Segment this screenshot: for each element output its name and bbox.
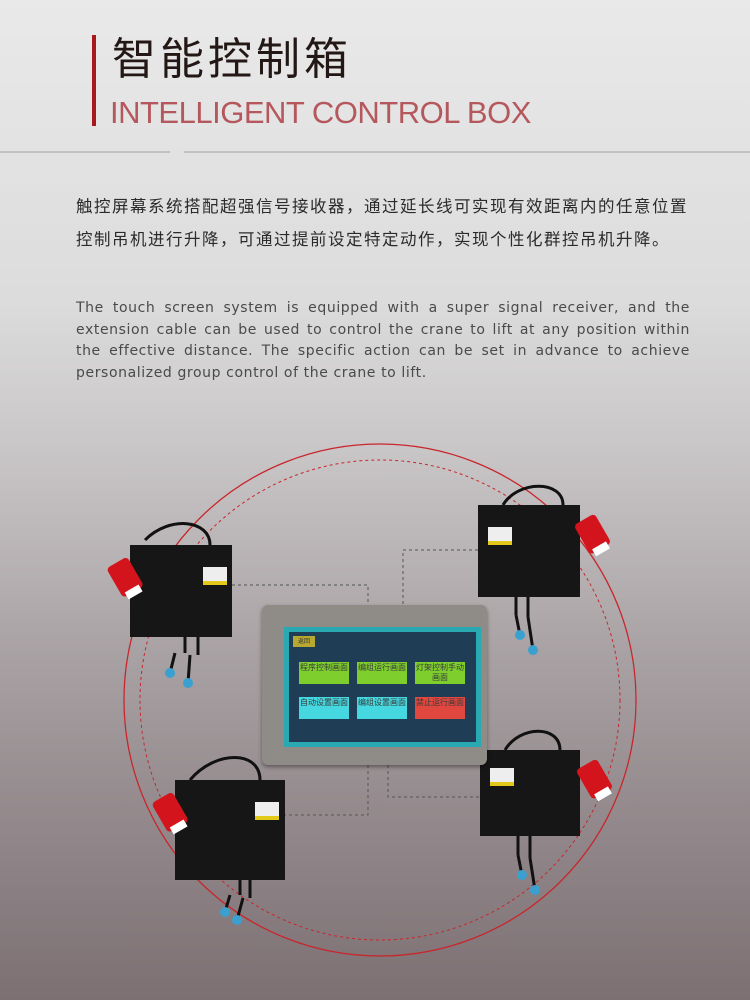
connection-line-bottom-left: [285, 765, 369, 816]
divider-right: [184, 151, 750, 153]
box-body: [175, 780, 285, 880]
box-body: [478, 505, 580, 597]
cable-icon: [501, 484, 565, 506]
screen-button-group-settings[interactable]: 编组设置画面: [357, 697, 407, 719]
screen-button-auto-settings[interactable]: 自动设置画面: [299, 697, 349, 719]
connector-cables: [514, 597, 535, 651]
cable-icon: [143, 522, 212, 546]
back-button[interactable]: 返回: [293, 636, 315, 647]
connection-line-top-right: [402, 549, 478, 605]
box-label: [255, 802, 279, 816]
control-box-bottom-right: [480, 729, 612, 895]
power-plug-icon: [107, 557, 143, 600]
box-label: [203, 567, 227, 581]
connector-cables: [223, 880, 252, 921]
touchscreen-display: 返回 程序控制画面 编组运行画面 灯架控制手动画面 自动设置画面 编组设置画面 …: [289, 632, 476, 742]
page-title: 智能控制箱: [112, 34, 352, 85]
screen-button-stop-run[interactable]: 禁止运行画面: [415, 697, 465, 719]
connector-cables: [168, 637, 200, 684]
power-plug-icon: [575, 514, 610, 557]
power-plug-icon: [152, 792, 188, 835]
title-accent-bar: [92, 35, 96, 126]
box-label: [488, 527, 512, 541]
screen-button-program-control[interactable]: 程序控制画面: [299, 662, 349, 684]
box-body: [130, 545, 232, 637]
box-label: [490, 768, 514, 782]
connection-line-bottom-right: [387, 765, 480, 798]
screen-button-truss-manual[interactable]: 灯架控制手动画面: [415, 662, 465, 684]
control-box-top-left: [107, 522, 232, 688]
page-subtitle: INTELLIGENT CONTROL BOX: [110, 95, 531, 130]
control-box-bottom-left: [152, 756, 285, 925]
cable-icon: [503, 729, 562, 751]
power-plug-icon: [577, 759, 612, 802]
connection-lines: [232, 549, 480, 816]
description-english: The touch screen system is equipped with…: [76, 300, 690, 381]
cable-icon: [188, 756, 262, 781]
connector-cables: [516, 836, 537, 891]
screen-button-group-run[interactable]: 编组运行画面: [357, 662, 407, 684]
divider-left: [0, 151, 170, 153]
control-box-top-right: [478, 484, 610, 655]
description-chinese: 触控屏幕系统搭配超强信号接收器，通过延长线可实现有效距离内的任意位置控制吊机进行…: [76, 197, 688, 249]
touchscreen-panel: 返回 程序控制画面 编组运行画面 灯架控制手动画面 自动设置画面 编组设置画面 …: [262, 605, 487, 765]
box-body: [480, 750, 580, 836]
connection-line-top-left: [232, 584, 369, 605]
inner-dashed-circle: [139, 459, 621, 941]
outer-circle: [123, 443, 637, 957]
